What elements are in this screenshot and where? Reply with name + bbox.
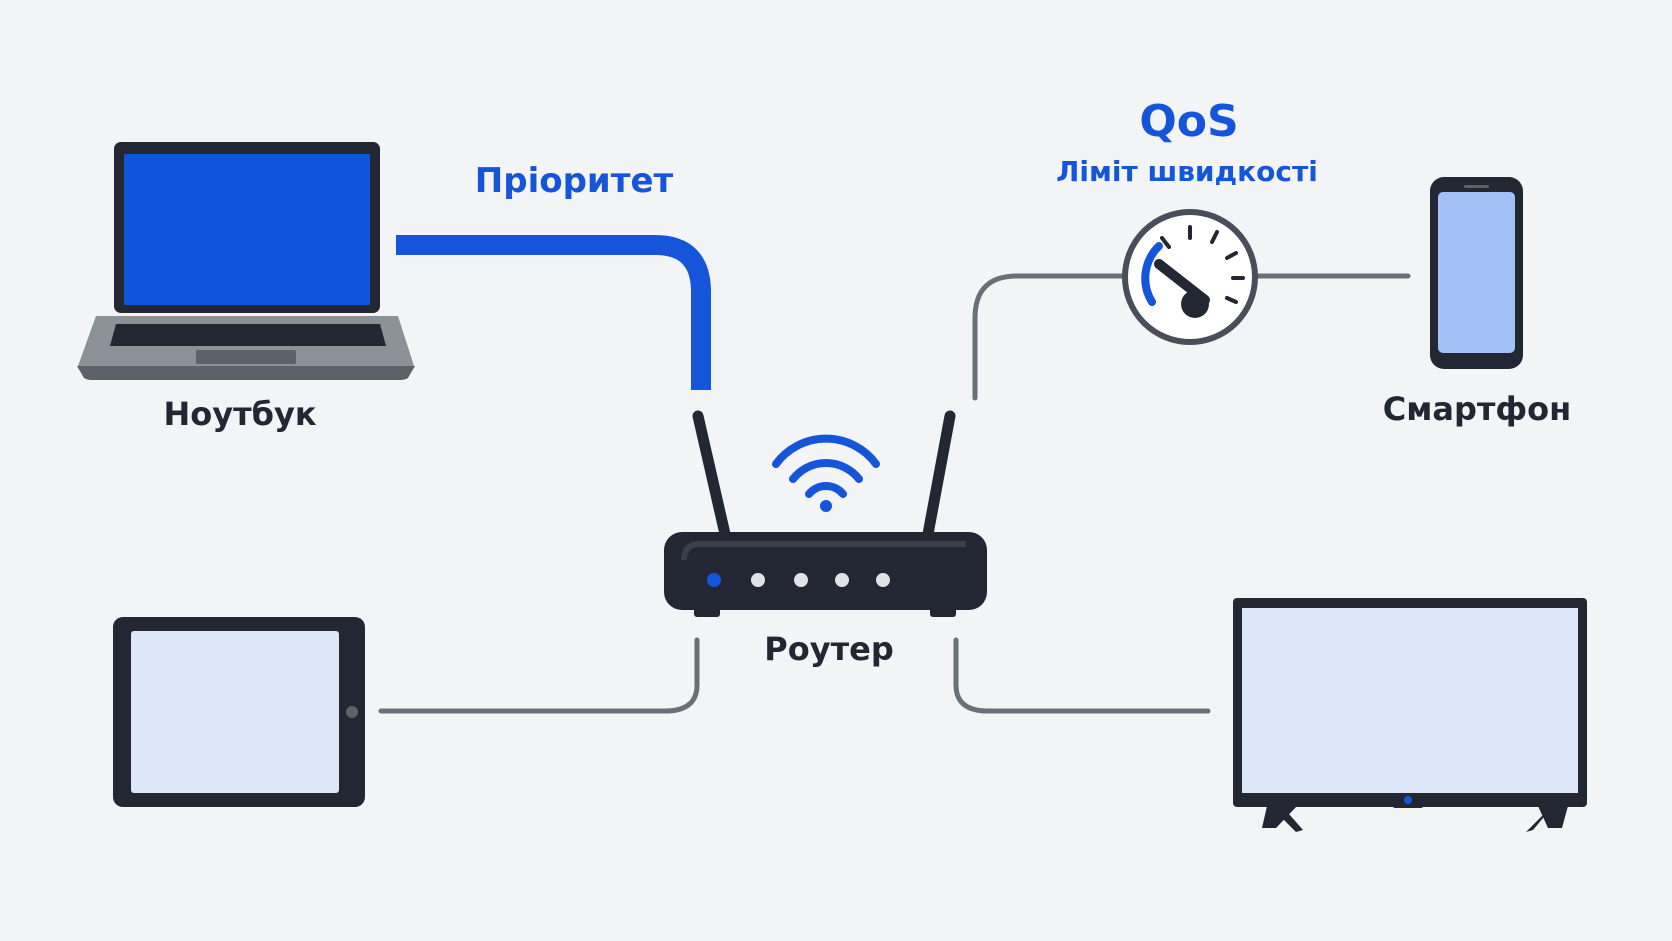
- laptop-icon: [77, 142, 415, 380]
- speedometer-icon: [1122, 209, 1258, 345]
- laptop-label: Ноутбук: [163, 395, 317, 433]
- tablet-link: [378, 637, 700, 714]
- router-icon: [664, 410, 987, 617]
- speed-limit-label: Ліміт швидкості: [1056, 155, 1318, 188]
- smartphone-label: Смартфон: [1382, 390, 1572, 428]
- smartphone-link: [972, 273, 1411, 401]
- smartphone-icon: [1430, 177, 1523, 369]
- priority-label: Пріоритет: [474, 161, 674, 201]
- qos-title: QoS: [1139, 96, 1239, 147]
- wifi-icon: [772, 434, 880, 512]
- router-label: Роутер: [764, 630, 894, 668]
- tablet-icon: [113, 617, 365, 807]
- tv-icon: [1233, 598, 1587, 832]
- priority-link: [396, 235, 711, 390]
- tv-link: [953, 637, 1211, 714]
